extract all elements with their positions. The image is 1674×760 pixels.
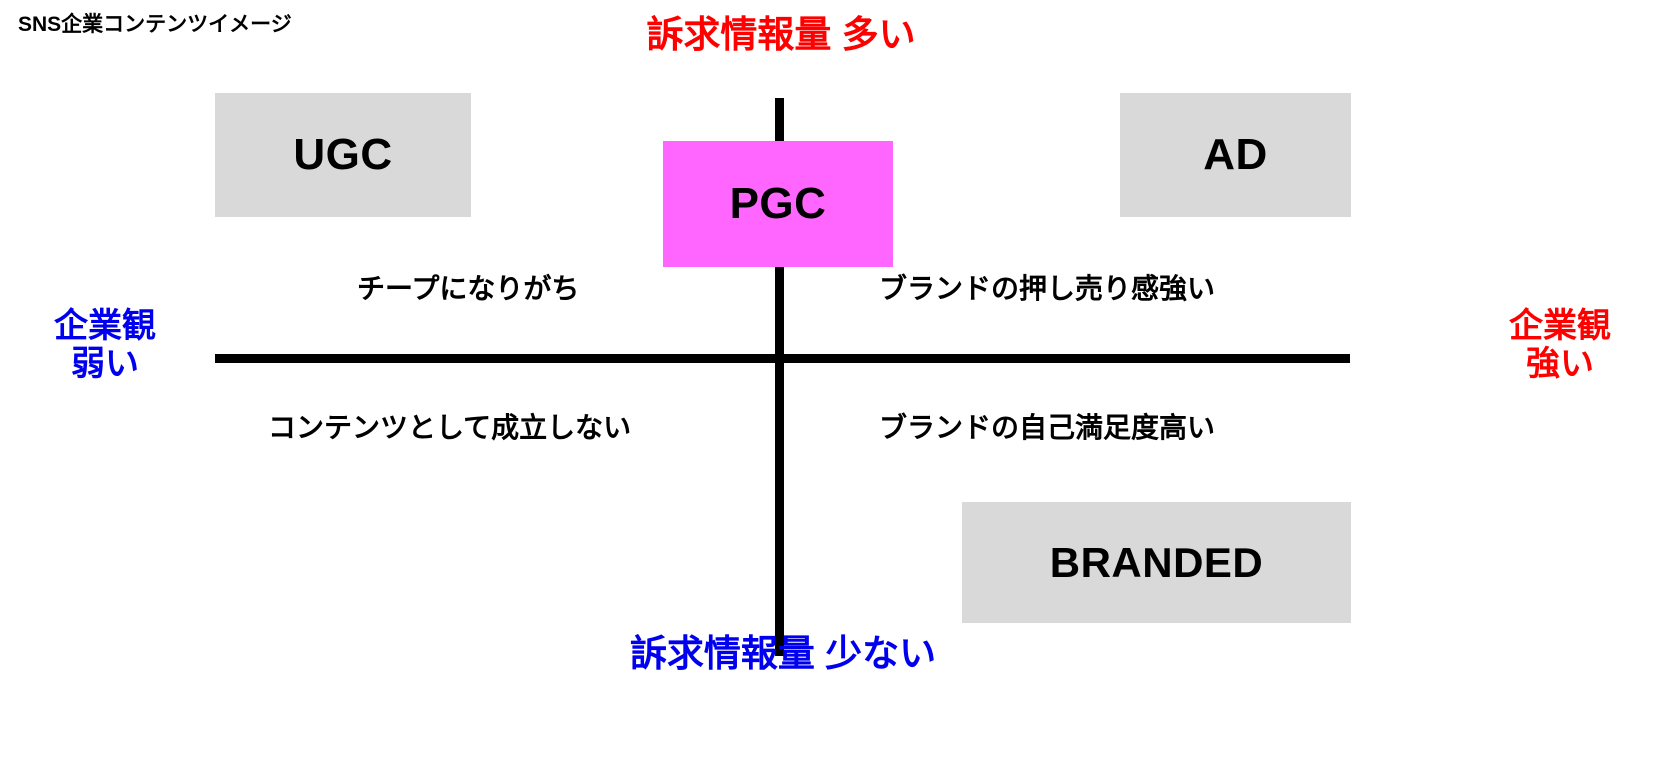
category-box-ugc: UGC xyxy=(215,93,471,217)
category-box-branded: BRANDED xyxy=(962,502,1351,623)
category-box-ad-label: AD xyxy=(1203,130,1268,179)
axis-label-right-line1: 企業観 xyxy=(1509,307,1611,345)
axis-label-left: 企業観 弱い xyxy=(30,307,180,383)
category-box-pgc: PGC xyxy=(663,141,893,267)
axis-label-left-line1: 企業観 xyxy=(54,307,156,345)
axis-label-right-line2: 強い xyxy=(1526,345,1594,384)
quadrant-note-top-left: チープになりがち xyxy=(357,273,580,304)
quadrant-note-bottom-left: コンテンツとして成立しない xyxy=(268,412,632,443)
axis-label-bottom: 訴求情報量 少ない xyxy=(629,633,937,674)
page-title: SNS企業コンテンツイメージ xyxy=(18,13,292,36)
quadrant-note-bottom-right: ブランドの自己満足度高い xyxy=(879,412,1216,443)
category-box-ad: AD xyxy=(1120,93,1351,217)
category-box-pgc-label: PGC xyxy=(729,179,827,228)
axis-label-left-line2: 弱い xyxy=(71,345,139,384)
quadrant-note-top-right: ブランドの押し売り感強い xyxy=(879,273,1216,304)
vertical-axis-line xyxy=(775,98,784,656)
axis-label-right: 企業観 強い xyxy=(1480,307,1640,383)
axis-label-top: 訴求情報量 多い xyxy=(646,14,916,55)
horizontal-axis-line xyxy=(215,354,1350,363)
category-box-ugc-label: UGC xyxy=(293,130,393,179)
category-box-branded-label: BRANDED xyxy=(1049,538,1264,586)
